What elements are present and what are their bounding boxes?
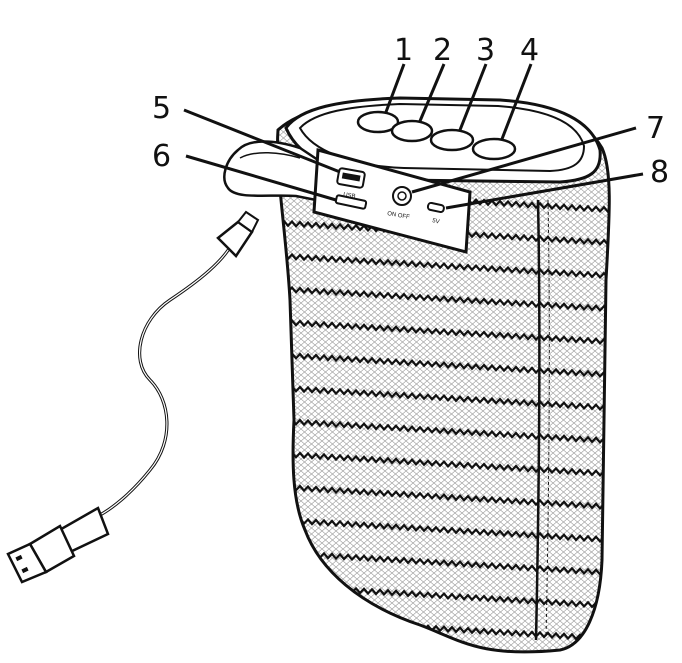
callout-5: 5 bbox=[152, 91, 171, 126]
connector-panel: USB ON OFF 5V bbox=[312, 148, 472, 254]
fabric-stripe bbox=[279, 483, 610, 511]
dc-port-label: 5V bbox=[432, 218, 440, 225]
speaker-body bbox=[276, 98, 611, 654]
fabric-stripe bbox=[279, 516, 610, 544]
fabric-stripe bbox=[279, 252, 610, 280]
fabric-stripe bbox=[279, 450, 610, 478]
power-switch-label: ON OFF bbox=[387, 211, 411, 221]
callout-labels: 1 2 3 4 5 6 7 8 bbox=[152, 33, 669, 190]
dc-charging-port[interactable] bbox=[426, 201, 445, 214]
fabric-stripe bbox=[279, 318, 610, 346]
fabric-stripe bbox=[279, 285, 610, 313]
button-2[interactable] bbox=[390, 119, 434, 143]
callout-4: 4 bbox=[520, 33, 539, 68]
usb-port-label: USB bbox=[343, 192, 356, 200]
callout-1: 1 bbox=[394, 33, 413, 68]
usb-cable bbox=[6, 210, 260, 584]
fabric-stripe bbox=[279, 417, 610, 445]
button-3[interactable] bbox=[429, 128, 475, 152]
callout-6: 6 bbox=[152, 139, 171, 174]
callout-8: 8 bbox=[650, 155, 669, 190]
callout-3: 3 bbox=[476, 33, 495, 68]
callout-7: 7 bbox=[646, 111, 665, 146]
callout-2: 2 bbox=[433, 33, 452, 68]
fabric-stripe bbox=[279, 549, 610, 577]
leader-lines bbox=[183, 63, 644, 210]
button-4[interactable] bbox=[471, 137, 517, 161]
button-1[interactable] bbox=[356, 110, 400, 134]
fabric-stripe bbox=[279, 351, 610, 379]
fabric-stripes bbox=[279, 186, 610, 643]
fabric-stripe bbox=[279, 384, 610, 412]
